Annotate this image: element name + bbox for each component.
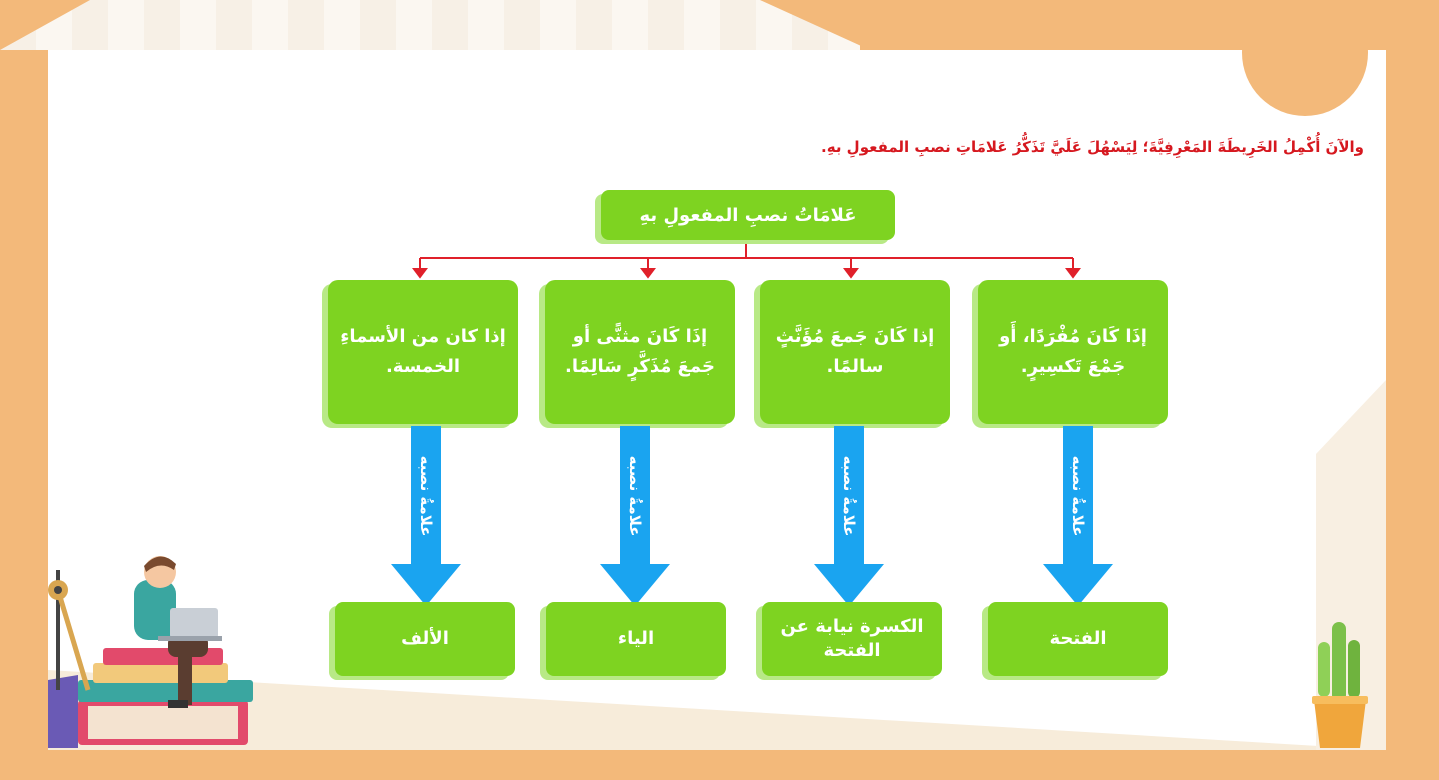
arrow-down: علامةُ نصبه xyxy=(1043,426,1113,606)
answer-box-fatha: الفتحة xyxy=(988,602,1168,676)
content-board: والآنَ أُكْمِلُ الخَرِيطَةَ المَعْرِفِيَ… xyxy=(48,50,1386,750)
stripe-corner-right xyxy=(760,0,870,50)
arrow-label: علامةُ نصبه xyxy=(1069,456,1087,537)
answer-box-alif: الألف xyxy=(335,602,515,676)
stripe-corner-left xyxy=(0,0,90,50)
student-with-laptop-illustration xyxy=(48,550,258,750)
diagram-title: عَلامَاتُ نصبِ المفعولِ بهِ xyxy=(601,190,895,240)
case-box-five-nouns: إذا كان من الأسماءِ الخمسة. xyxy=(328,280,518,424)
arrow-label: علامةُ نصبه xyxy=(626,456,644,537)
arrow-down: علامةُ نصبه xyxy=(814,426,884,606)
case-box-fem-plural: إذا كَانَ جَمعَ مُؤَنَّثٍ سالمًا. xyxy=(760,280,950,424)
case-box-singular: إذَا كَانَ مُفْرَدًا، أَو جَمْعَ تَكسِير… xyxy=(978,280,1168,424)
cactus-illustration xyxy=(1310,622,1370,750)
arrow-down: علامةُ نصبه xyxy=(600,426,670,606)
top-stripes xyxy=(0,0,860,50)
arrow-down: علامةُ نصبه xyxy=(391,426,461,606)
arrow-label: علامةُ نصبه xyxy=(840,456,858,537)
arrow-label: علامةُ نصبه xyxy=(417,456,435,537)
case-box-dual: إذَا كَانَ مثنًّى أو جَمعَ مُذَكَّرٍ سَا… xyxy=(545,280,735,424)
answer-box-yaa: الياء xyxy=(546,602,726,676)
answer-box-kasra: الكسرة نيابة عن الفتحة xyxy=(762,602,942,676)
